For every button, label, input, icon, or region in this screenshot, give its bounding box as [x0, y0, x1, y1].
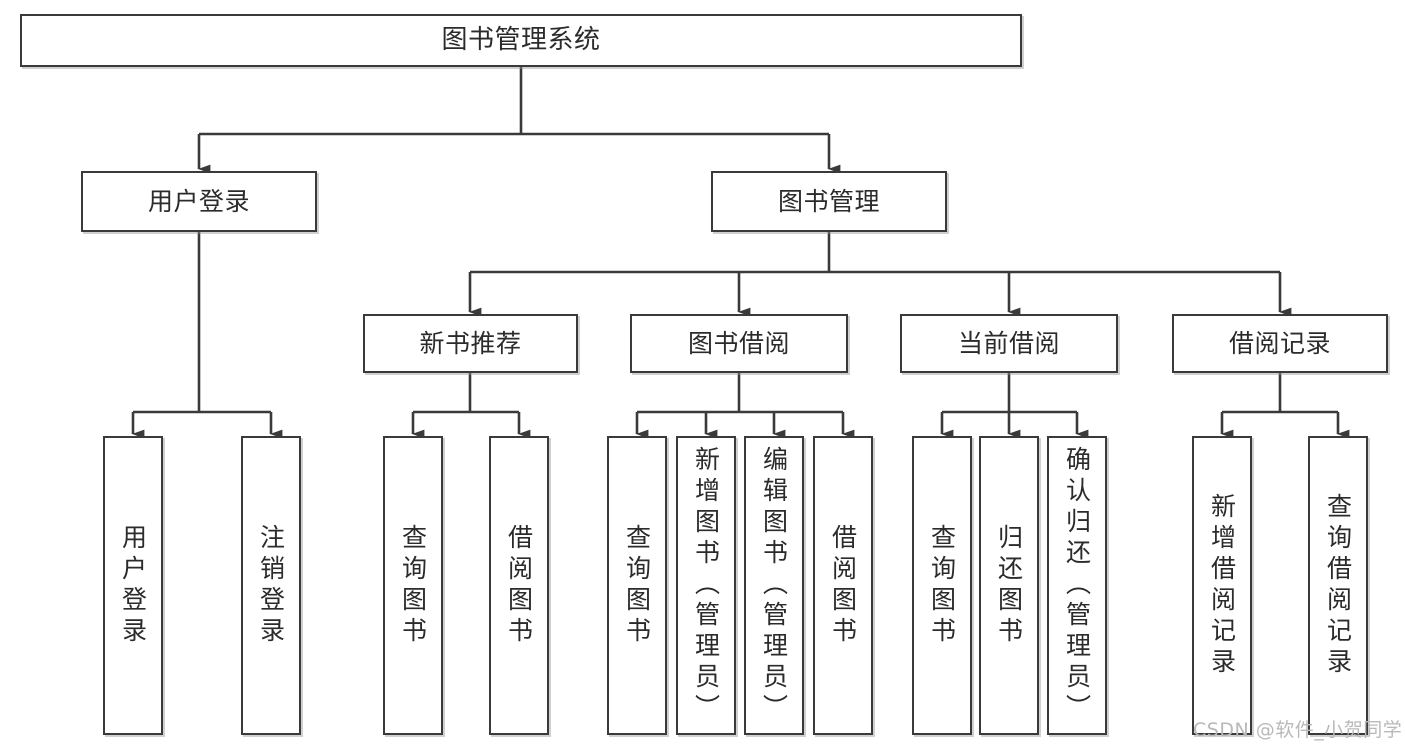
leaf-borrow-record-query-record[interactable]: 查询借阅记录 — [1308, 436, 1368, 735]
node-label: 新增借阅记录 — [1207, 492, 1237, 679]
node-new-book-recommend[interactable]: 新书推荐 — [363, 314, 578, 373]
node-user-login[interactable]: 用户登录 — [81, 171, 317, 232]
leaf-user-login-login[interactable]: 用户登录 — [103, 436, 163, 735]
node-label: 新增图书（管理员） — [691, 446, 721, 725]
leaf-user-login-logout[interactable]: 注销登录 — [241, 436, 301, 735]
node-label: 图书管理 — [777, 186, 880, 216]
node-root-book-management-system[interactable]: 图书管理系统 — [20, 14, 1022, 67]
node-label: 新书推荐 — [419, 328, 522, 358]
leaf-book-borrow-borrow-book[interactable]: 借阅图书 — [813, 436, 873, 735]
node-current-borrow[interactable]: 当前借阅 — [900, 314, 1118, 373]
node-label: 确认归还（管理员） — [1062, 446, 1092, 725]
leaf-book-borrow-add-book-admin[interactable]: 新增图书（管理员） — [676, 436, 736, 735]
node-label: 用户登录 — [118, 523, 148, 648]
node-book-management[interactable]: 图书管理 — [711, 171, 947, 232]
leaf-new-book-borrow-book[interactable]: 借阅图书 — [489, 436, 549, 735]
node-label: 查询图书 — [622, 523, 652, 648]
node-label: 图书管理系统 — [441, 24, 601, 55]
node-label: 借阅图书 — [828, 523, 858, 648]
node-book-borrow[interactable]: 图书借阅 — [630, 314, 848, 373]
node-label: 查询图书 — [398, 523, 428, 648]
node-label: 归还图书 — [994, 523, 1024, 648]
leaf-book-borrow-query-book[interactable]: 查询图书 — [607, 436, 667, 735]
node-borrow-record[interactable]: 借阅记录 — [1172, 314, 1388, 373]
node-label: 查询借阅记录 — [1323, 492, 1353, 679]
node-label: 当前借阅 — [957, 328, 1060, 358]
node-label: 借阅图书 — [504, 523, 534, 648]
leaf-current-borrow-return-book[interactable]: 归还图书 — [979, 436, 1039, 735]
node-label: 图书借阅 — [687, 328, 790, 358]
node-label: 查询图书 — [927, 523, 957, 648]
node-label: 用户登录 — [147, 186, 250, 216]
leaf-new-book-query-book[interactable]: 查询图书 — [383, 436, 443, 735]
leaf-current-borrow-query-book[interactable]: 查询图书 — [912, 436, 972, 735]
csdn-watermark: CSDN @软件_小贺同学 — [1193, 719, 1403, 741]
leaf-current-borrow-confirm-return-admin[interactable]: 确认归还（管理员） — [1047, 436, 1107, 735]
node-label: 注销登录 — [256, 523, 286, 648]
leaf-borrow-record-add-record[interactable]: 新增借阅记录 — [1192, 436, 1252, 735]
node-label: 编辑图书（管理员） — [759, 446, 789, 725]
node-label: 借阅记录 — [1228, 328, 1331, 358]
leaf-book-borrow-edit-book-admin[interactable]: 编辑图书（管理员） — [744, 436, 804, 735]
